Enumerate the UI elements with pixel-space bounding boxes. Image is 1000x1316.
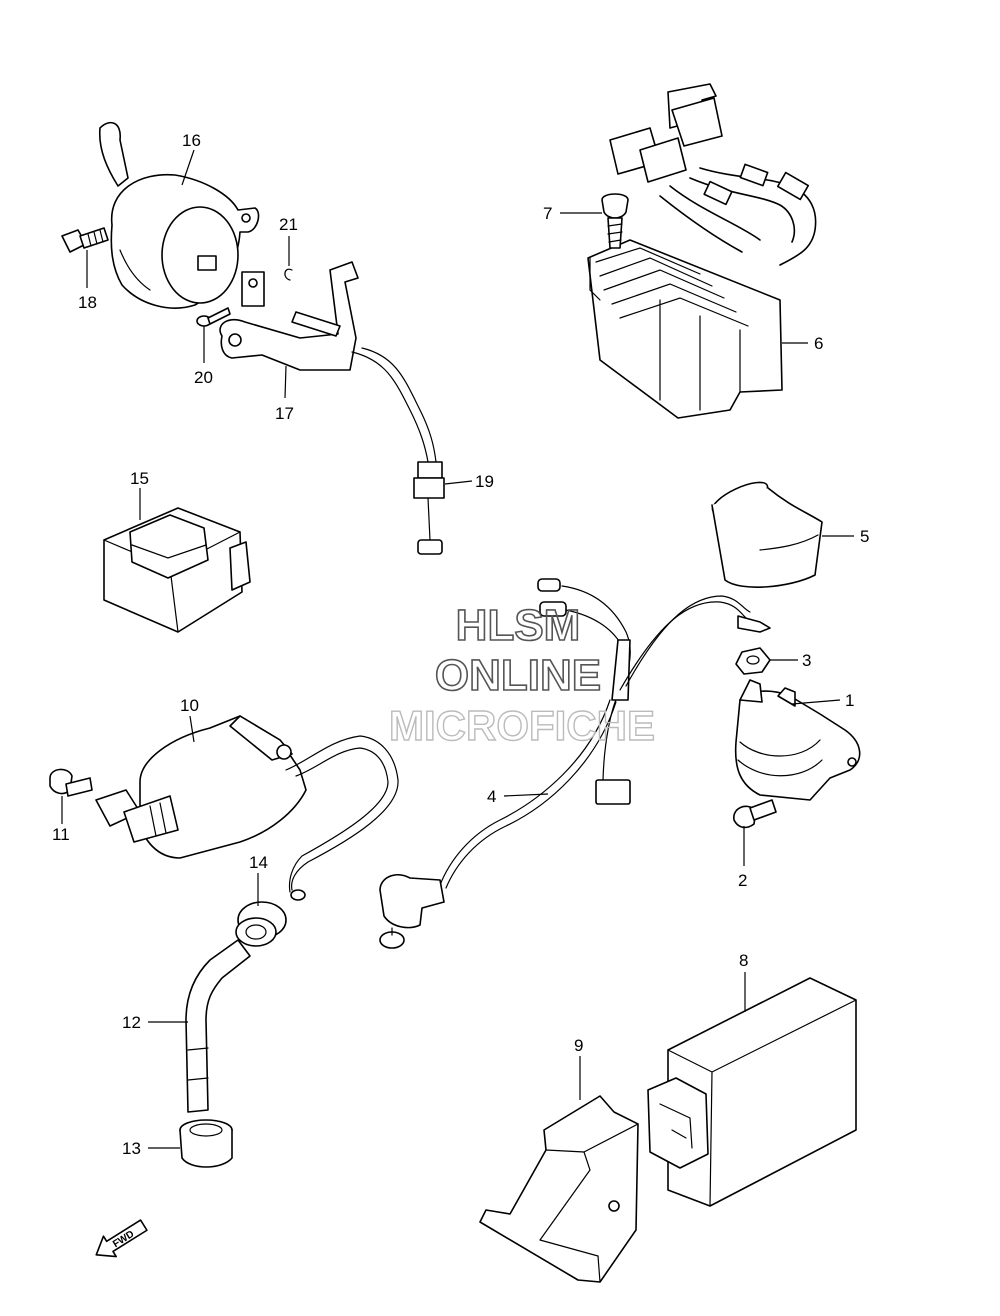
part-3-nut: [735, 647, 771, 675]
watermark: HLSM ONLINE MICROFICHE: [388, 600, 655, 750]
part-19-sensor: [351, 347, 445, 555]
callout-14: 14: [249, 853, 268, 872]
part-20-screw: [196, 307, 231, 327]
callout-10: 10: [180, 696, 199, 715]
callout-2: 2: [738, 871, 747, 890]
part-1-starter-relay: [734, 679, 861, 801]
callout-5: 5: [860, 527, 869, 546]
callout-21: 21: [279, 215, 298, 234]
part-8-cdi-unit: [647, 977, 857, 1207]
callout-13: 13: [122, 1139, 141, 1158]
callout-12: 12: [122, 1013, 141, 1032]
callout-15: 15: [130, 469, 149, 488]
callout-9: 9: [574, 1036, 583, 1055]
callout-16: 16: [182, 131, 201, 150]
callout-18: 18: [78, 293, 97, 312]
part-21-clip: [284, 268, 293, 281]
leader-lines: [61, 149, 854, 1149]
part-2-bolt: [733, 799, 777, 829]
callout-20: 20: [194, 368, 213, 387]
callout-19: 19: [475, 472, 494, 491]
callout-17: 17: [275, 404, 294, 423]
watermark-line-3: MICROFICHE: [389, 702, 655, 749]
callout-numbers: 16 18 21 20 17 19 7 6 15 5 3 1 4 2 10 11…: [52, 131, 869, 1158]
part-9-bracket: [479, 1095, 639, 1283]
part-7-bolt: [601, 193, 629, 249]
part-5-boot: [711, 481, 823, 588]
watermark-line-1: HLSM: [456, 601, 581, 650]
part-12-plug-cap: [185, 939, 251, 1113]
fwd-arrow: FWD: [95, 1219, 148, 1258]
callout-1: 1: [845, 691, 854, 710]
part-11-bolt: [49, 768, 93, 797]
part-16-unit: [98, 121, 260, 309]
callout-3: 3: [802, 651, 811, 670]
part-6-regulator: [587, 83, 817, 419]
callout-7: 7: [543, 204, 552, 223]
part-10-ignition-coil: [95, 715, 399, 901]
part-14-ring: [235, 901, 287, 947]
callout-6: 6: [814, 334, 823, 353]
callout-4: 4: [487, 787, 496, 806]
watermark-line-2: ONLINE: [435, 651, 601, 700]
part-17-bracket: [219, 261, 359, 371]
part-18-bolt: [61, 227, 109, 253]
callout-8: 8: [739, 951, 748, 970]
part-13-boot: [179, 1119, 233, 1168]
part-15-relay: [103, 507, 251, 633]
callout-11: 11: [52, 825, 70, 844]
part-4-harness: [379, 578, 771, 949]
